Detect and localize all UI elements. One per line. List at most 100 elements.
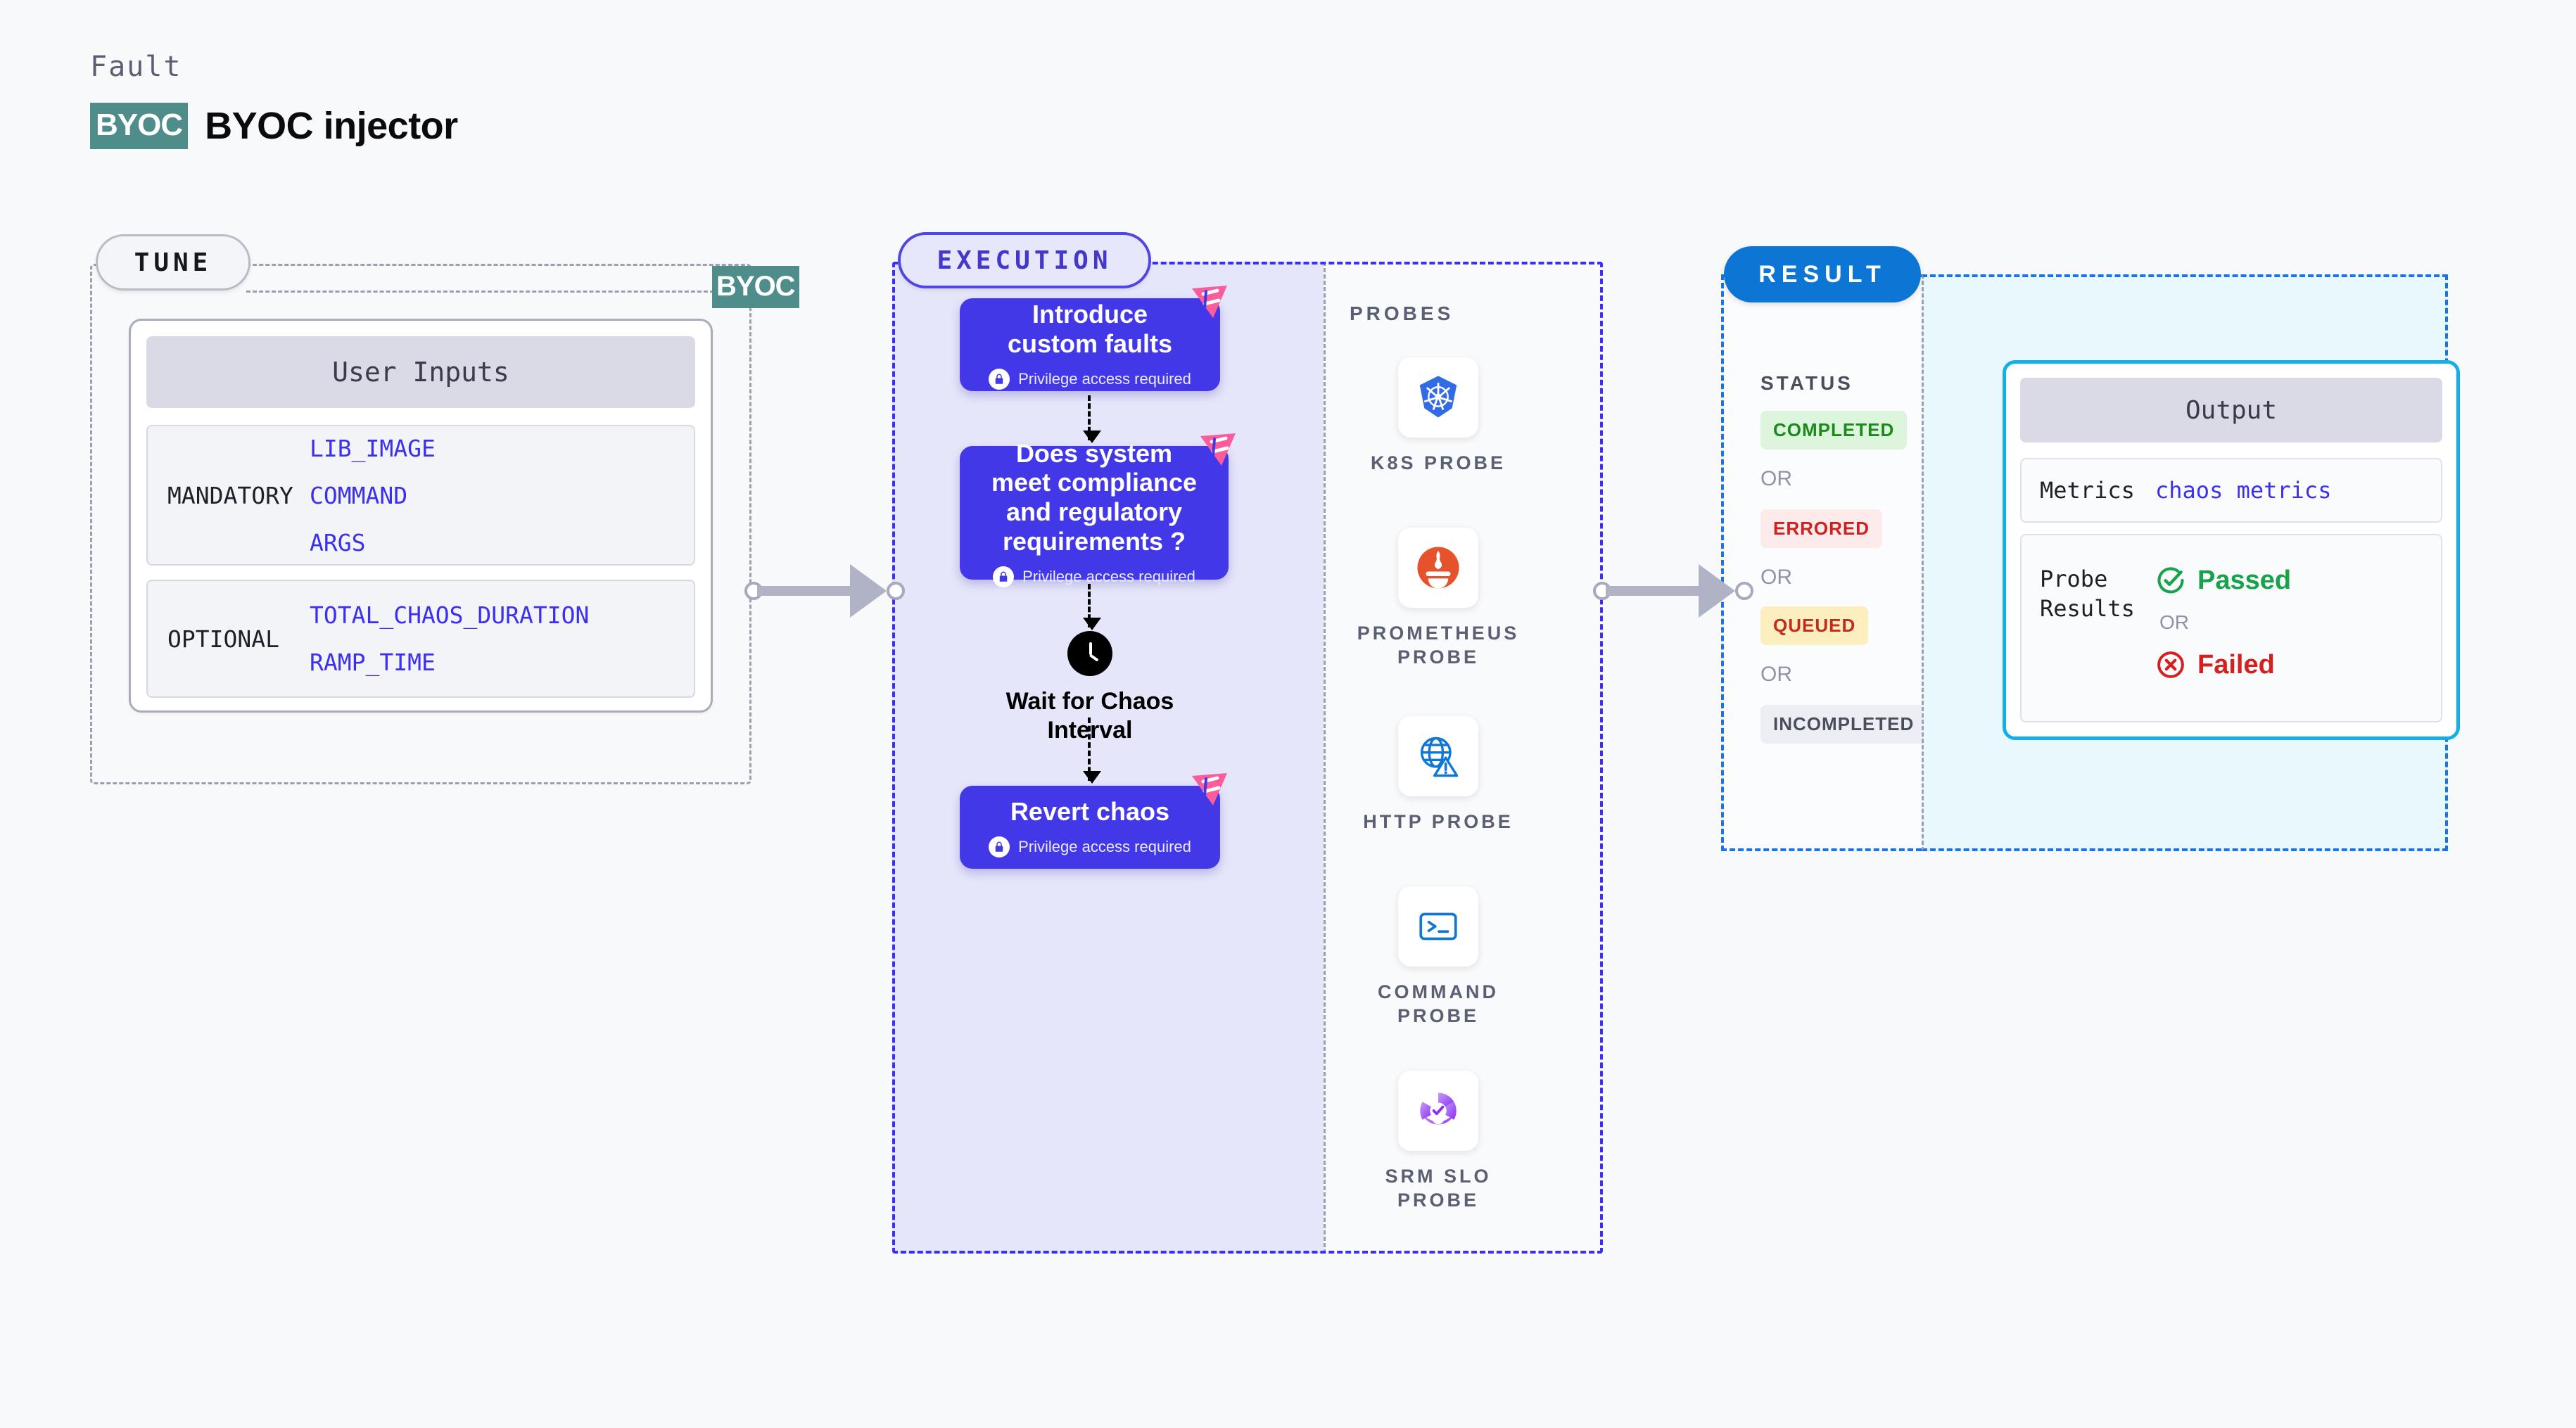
check-circle-icon: [2157, 567, 2184, 594]
probe-command[interactable]: COMMAND PROBE: [1347, 886, 1530, 1028]
status-badge-queued: QUEUED: [1760, 606, 1869, 645]
probe-http[interactable]: HTTP PROBE: [1347, 716, 1530, 834]
probe-k8s[interactable]: K8S PROBE: [1347, 357, 1530, 476]
node-privilege-note: Privilege access required: [989, 368, 1191, 390]
lock-icon: [993, 566, 1015, 587]
failed-label: Failed: [2197, 649, 2275, 680]
node-title: Revert chaos: [1010, 797, 1170, 827]
output-header: Output: [2020, 378, 2442, 442]
tune-top-dashed-line: [246, 291, 714, 293]
prometheus-icon: [1417, 547, 1459, 589]
probes-title: PROBES: [1350, 302, 1454, 324]
user-inputs-header: User Inputs: [146, 336, 695, 408]
probe-srm-slo[interactable]: SRM SLO PROBE: [1347, 1071, 1530, 1213]
page-header: Fault BYOC BYOC injector: [90, 51, 458, 149]
metrics-value[interactable]: chaos metrics: [2155, 477, 2332, 504]
mandatory-values: LIB_IMAGE COMMAND ARGS: [310, 435, 436, 556]
node-sub-label: Privilege access required: [1018, 837, 1191, 855]
execution-badge[interactable]: EXECUTION: [898, 232, 1151, 288]
result-badge[interactable]: RESULT: [1724, 246, 1921, 302]
terminal-icon: [1419, 912, 1457, 941]
harness-logo-icon: [1192, 286, 1227, 318]
execution-panel: [892, 262, 1324, 1254]
probe-label: K8S PROBE: [1370, 452, 1506, 473]
optional-label: OPTIONAL: [167, 625, 279, 653]
flow-arrow-1: [1083, 395, 1101, 443]
probe-tile: [1398, 528, 1478, 608]
metrics-label: Metrics: [2040, 477, 2135, 504]
mandatory-params-block: MANDATORY LIB_IMAGE COMMAND ARGS: [146, 425, 695, 566]
execution-stage: EXECUTION PROBES Introduce custom faults…: [892, 232, 1603, 1254]
node-sub-label: Privilege access required: [1022, 567, 1195, 585]
result-output-area: Output Metrics chaos metrics Probe Resul…: [1922, 274, 2460, 851]
param-ramp-time[interactable]: RAMP_TIME: [310, 649, 436, 676]
connector-bar: [757, 586, 863, 596]
probe-outcome-passed: Passed: [2155, 565, 2291, 596]
connector-arrowhead: [850, 564, 887, 618]
probe-results-outcomes: Passed OR Failed: [2155, 565, 2291, 680]
output-card: Output Metrics chaos metrics Probe Resul…: [2003, 360, 2460, 740]
probe-prometheus[interactable]: PROMETHEUS PROBE: [1347, 528, 1530, 670]
passed-label: Passed: [2197, 565, 2292, 595]
fault-kicker: Fault: [90, 51, 182, 83]
status-badge-incompleted: INCOMPLETED: [1760, 705, 1927, 744]
probe-label: PROMETHEUS PROBE: [1357, 623, 1520, 668]
probe-tile: [1398, 716, 1478, 796]
probe-results-row: Probe Results Passed OR: [2020, 534, 2442, 722]
flow-arrow-3: [1083, 718, 1101, 784]
metrics-row: Metrics chaos metrics: [2020, 458, 2442, 523]
or-label-1: OR: [1760, 467, 1792, 490]
connector-start-dot: [1593, 582, 1611, 600]
lock-icon: [989, 368, 1010, 390]
flow-arrow-2: [1083, 584, 1101, 630]
clock-icon: [1067, 631, 1112, 676]
kubernetes-icon: [1419, 376, 1457, 418]
probe-outcome-failed: Failed: [2155, 649, 2291, 680]
node-compliance-check[interactable]: Does system meet compliance and regulato…: [960, 433, 1236, 587]
srm-slo-icon: [1420, 1092, 1457, 1125]
param-args[interactable]: ARGS: [310, 528, 366, 556]
status-badge-errored: ERRORED: [1760, 509, 1883, 548]
tune-badge[interactable]: TUNE: [96, 234, 250, 291]
byoc-chip-inline: BYOC: [712, 266, 799, 308]
harness-logo-icon: [1200, 433, 1236, 466]
connector-arrowhead: [1699, 564, 1735, 618]
probe-label: HTTP PROBE: [1363, 811, 1514, 832]
status-title: STATUS: [1760, 372, 1853, 394]
probe-results-label: Probe Results: [2040, 566, 2135, 622]
node-sub-label: Privilege access required: [1018, 369, 1191, 388]
tune-dashed-border: [90, 264, 751, 784]
node-introduce-custom-faults[interactable]: Introduce custom faults Privilege access…: [960, 286, 1227, 391]
connector-end-dot: [887, 582, 905, 600]
node-title: Does system meet compliance and regulato…: [991, 438, 1198, 556]
param-command[interactable]: COMMAND: [310, 481, 408, 509]
probe-label: SRM SLO PROBE: [1385, 1166, 1492, 1211]
or-label-2: OR: [1760, 566, 1792, 589]
result-stage: STATUS COMPLETED OR ERRORED OR QUEUED OR…: [1721, 246, 2460, 853]
title-row: BYOC BYOC injector: [90, 103, 458, 149]
http-globe-icon: [1420, 737, 1459, 777]
probe-tile: [1398, 357, 1478, 438]
connector-end-dot: [1735, 582, 1753, 600]
probe-or-label: OR: [2159, 611, 2189, 633]
node-revert-chaos[interactable]: Revert chaos Privilege access required: [960, 773, 1227, 869]
tune-stage: TUNE User Inputs MANDATORY LIB_IMAGE COM…: [90, 234, 751, 784]
harness-logo-icon: [1192, 773, 1227, 805]
status-badge-completed: COMPLETED: [1760, 411, 1908, 450]
optional-params-block: OPTIONAL TOTAL_CHAOS_DURATION RAMP_TIME: [146, 580, 695, 698]
user-inputs-card: User Inputs MANDATORY LIB_IMAGE COMMAND …: [129, 319, 713, 713]
probe-tile: [1398, 886, 1478, 967]
param-total-chaos-duration[interactable]: TOTAL_CHAOS_DURATION: [310, 601, 590, 629]
connector-bar: [1606, 586, 1711, 596]
probe-tile: [1398, 1071, 1478, 1151]
probe-label: COMMAND PROBE: [1378, 981, 1499, 1026]
page-title: BYOC injector: [205, 105, 458, 147]
mandatory-label: MANDATORY: [167, 481, 293, 509]
connector-tune-to-execution: [744, 563, 906, 619]
lock-icon: [989, 836, 1010, 858]
optional-values: TOTAL_CHAOS_DURATION RAMP_TIME: [310, 601, 589, 676]
x-circle-icon: [2157, 651, 2184, 678]
status-column: STATUS COMPLETED OR ERRORED OR QUEUED OR…: [1721, 274, 1927, 851]
node-title: Introduce custom faults: [1007, 300, 1173, 358]
param-lib-image[interactable]: LIB_IMAGE: [310, 434, 436, 462]
